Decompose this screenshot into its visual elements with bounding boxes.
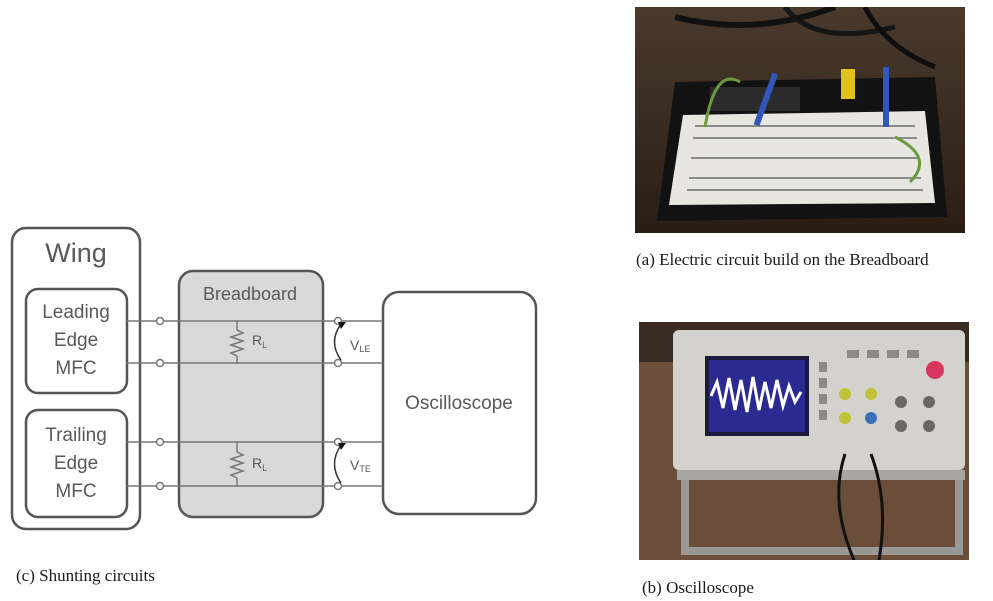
resistor-trailing bbox=[228, 442, 246, 486]
resistor-leading bbox=[228, 321, 246, 363]
resistor-leading-label: RL bbox=[252, 332, 267, 350]
caption-shunting-circuits: (c) Shunting circuits bbox=[16, 566, 155, 585]
trailing-edge-wires bbox=[127, 441, 383, 487]
resistor-trailing-label: RL bbox=[252, 455, 267, 473]
voltage-te-arrowhead bbox=[338, 443, 346, 450]
caption-oscilloscope-photo: (b) Oscilloscope bbox=[642, 578, 754, 597]
caption-breadboard-photo: (a) Electric circuit build on the Breadb… bbox=[636, 250, 929, 269]
breadboard-photo bbox=[635, 7, 965, 233]
leading-edge-mfc-box bbox=[24, 287, 129, 395]
voltage-te-label: VTE bbox=[350, 457, 371, 474]
leading-label-line2: Edge bbox=[54, 330, 98, 351]
leading-label-line3: MFC bbox=[55, 358, 96, 379]
breadboard-box bbox=[177, 269, 325, 519]
trailing-label-line2: Edge bbox=[54, 453, 98, 474]
oscilloscope-photo bbox=[639, 322, 969, 560]
voltage-te-arc bbox=[333, 444, 342, 484]
oscilloscope-box bbox=[381, 290, 538, 516]
leading-label-line1: Leading bbox=[42, 302, 110, 323]
trailing-label-line1: Trailing bbox=[45, 425, 107, 446]
wing-label: Wing bbox=[45, 238, 107, 268]
oscilloscope-label: Oscilloscope bbox=[405, 393, 513, 414]
trailing-edge-mfc-box bbox=[24, 408, 129, 519]
voltage-le-label: VLE bbox=[350, 337, 370, 354]
voltage-le-arrowhead bbox=[338, 322, 346, 329]
breadboard-label: Breadboard bbox=[203, 284, 297, 304]
voltage-le-arc bbox=[333, 323, 342, 361]
trailing-label-line3: MFC bbox=[55, 481, 96, 502]
trailing-edge-terminals bbox=[155, 437, 343, 491]
leading-edge-wires bbox=[127, 320, 383, 364]
